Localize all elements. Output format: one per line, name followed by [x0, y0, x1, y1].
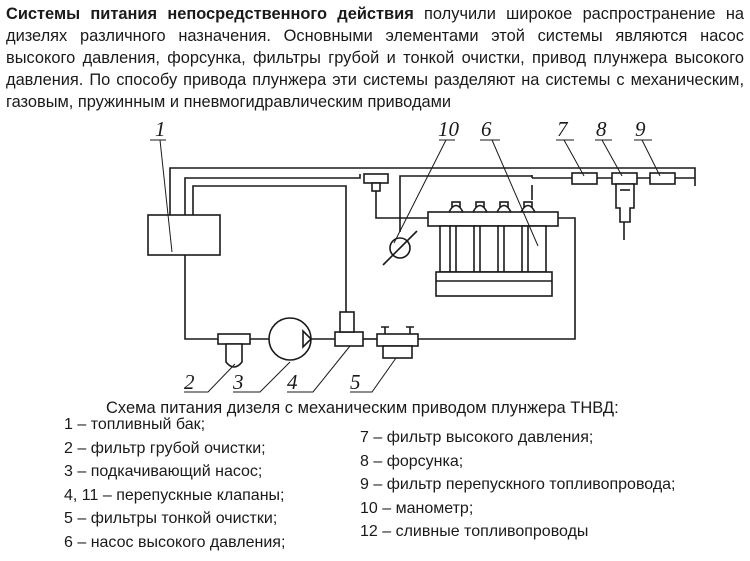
label-4: 4 — [287, 370, 298, 394]
fuel-tank — [147, 214, 221, 256]
legend-item: 10 – манометр; — [360, 499, 474, 517]
intro-paragraph: Системы питания непосредственного действ… — [6, 3, 744, 113]
legend-item: 4, 11 – перепускные клапаны; — [64, 486, 285, 504]
high-pressure-pump — [427, 201, 559, 297]
legend-item: 12 – сливные топливопроводы — [360, 523, 589, 541]
legend-item: 3 – подкачивающий насос; — [64, 463, 263, 481]
label-3: 3 — [232, 370, 244, 394]
coarse-filter — [217, 333, 251, 368]
label-6: 6 — [481, 118, 492, 141]
diagram-caption: Схема питания дизеля с механическим прив… — [106, 399, 619, 417]
leader-lines — [150, 139, 661, 393]
legend-item: 2 – фильтр грубой очистки; — [64, 439, 266, 457]
fuel-system-diagram: 1 2 3 4 5 6 7 8 9 10 — [147, 118, 696, 394]
label-10: 10 — [438, 118, 460, 141]
legend-item: 5 – фильтры тонкой очистки; — [64, 510, 278, 528]
label-7: 7 — [557, 118, 569, 141]
pressure-gauge — [382, 230, 418, 266]
fine-filter — [376, 326, 419, 359]
legend-item: 9 – фильтр перепускного топливопровода; — [360, 476, 676, 494]
fuel-lines — [169, 167, 696, 340]
high-pressure-filter — [571, 172, 598, 185]
priming-pump — [268, 317, 313, 361]
label-8: 8 — [596, 118, 607, 141]
legend-item: 8 – форсунка; — [360, 452, 464, 470]
label-2: 2 — [184, 370, 195, 394]
legend-item: 6 – насос высокого давления; — [64, 533, 286, 551]
top-bypass-valve — [363, 173, 389, 192]
bypass-valve — [334, 311, 364, 347]
legend-right: 7 – фильтр высокого давления; 8 – форсун… — [360, 426, 676, 544]
bypass-filter — [649, 172, 676, 185]
intro-bold-lead: Системы питания непосредственного действ… — [6, 5, 414, 23]
injector — [611, 172, 638, 223]
label-1: 1 — [155, 118, 166, 141]
intro-text: получили широкое распространение на дизе… — [6, 5, 744, 111]
legend-item: 7 – фильтр высокого давления; — [360, 429, 594, 446]
legend-left: 1 – топливный бак; 2 – фильтр грубой очи… — [64, 413, 285, 555]
label-5: 5 — [350, 370, 361, 394]
label-9: 9 — [635, 118, 646, 141]
legend-item: 1 – топливный бак; — [64, 416, 206, 433]
